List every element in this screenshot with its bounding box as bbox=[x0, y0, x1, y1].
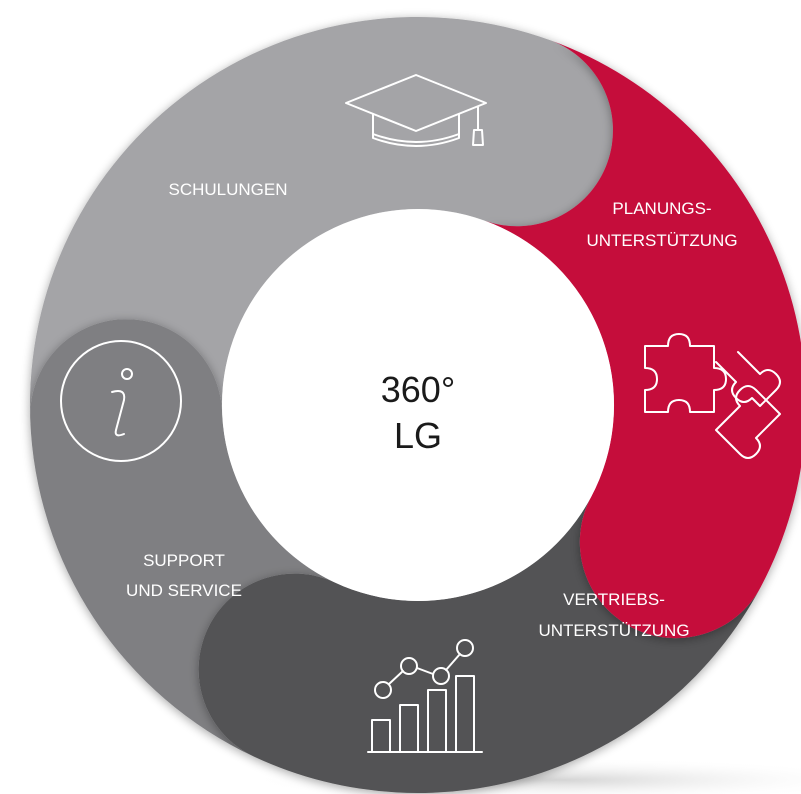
segment-label-support-und-service: SUPPORT UND SERVICE bbox=[126, 551, 242, 600]
ring bbox=[29, 16, 801, 793]
segment-label-schulungen: SCHULUNGEN bbox=[168, 180, 287, 199]
segment-label-line: UNTERSTÜTZUNG bbox=[586, 231, 737, 250]
puzzle-icon bbox=[644, 333, 781, 459]
chart-icon bbox=[367, 639, 483, 753]
segment-schulungen bbox=[29, 16, 613, 419]
info-icon bbox=[60, 340, 182, 462]
segment-planungsunterstuetzung bbox=[485, 40, 801, 639]
segment-support-und-service bbox=[30, 319, 336, 757]
center-disc bbox=[222, 209, 614, 601]
segment-label-line: SCHULUNGEN bbox=[168, 180, 287, 199]
segment-label-line: UND SERVICE bbox=[126, 581, 242, 600]
segment-label-vertriebsunterstuetzung: VERTRIEBS- UNTERSTÜTZUNG bbox=[538, 590, 689, 640]
center-label-line1: 360° bbox=[381, 369, 455, 410]
segment-label-planungsunterstuetzung: PLANUNGS- UNTERSTÜTZUNG bbox=[586, 199, 737, 250]
segment-label-line: UNTERSTÜTZUNG bbox=[538, 621, 689, 640]
segment-vertriebsunterstuetzung bbox=[198, 497, 761, 793]
segment-label-line: SUPPORT bbox=[143, 551, 225, 570]
segment-label-line: VERTRIEBS- bbox=[563, 590, 665, 609]
segment-label-line: PLANUNGS- bbox=[612, 199, 711, 218]
center-label-line2: LG bbox=[394, 415, 442, 456]
graduation-cap-icon bbox=[345, 74, 487, 147]
